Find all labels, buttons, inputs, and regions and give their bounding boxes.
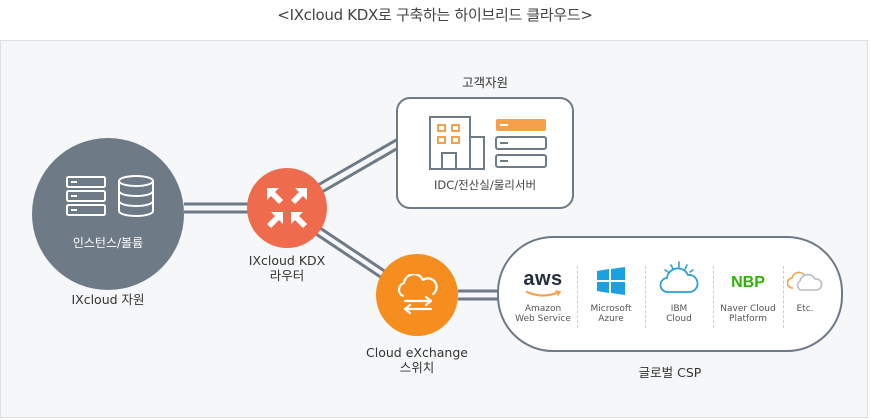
nbp-logo-icon: NBP: [731, 274, 765, 291]
ibm-name: IBM Cloud: [647, 304, 711, 324]
csp-separator: [645, 266, 646, 328]
csp-provider-aws: aws Amazon Web Service: [511, 256, 575, 336]
csp-provider-azure: Microsoft Azure: [579, 256, 643, 336]
nbp-name-line2: Platform: [729, 314, 767, 324]
cloud-exchange-icon: [397, 274, 438, 315]
azure-name: Microsoft Azure: [579, 304, 643, 324]
server-rack-icon: [66, 176, 106, 216]
aws-smile-icon: [525, 290, 562, 297]
csp-separator: [577, 266, 578, 328]
server-stack-icon: [495, 119, 547, 168]
csp-provider-ibm: IBM Cloud: [647, 256, 711, 336]
aws-logo-icon: aws: [523, 268, 563, 290]
diagram-title: <IXcloud KDX로 구축하는 하이브리드 클라우드>: [277, 6, 593, 24]
azure-logo-icon: [597, 267, 625, 295]
cloud-outline-icon: [787, 271, 823, 291]
router-label-line2: 라우터: [269, 268, 305, 283]
azure-name-line1: Microsoft: [590, 304, 632, 314]
building-icon: [429, 116, 485, 170]
switch-label-line1: Cloud eXchange: [366, 345, 468, 360]
router-arrows-icon: [267, 188, 307, 228]
customer-resource-box: IDC/전산실/물리서버: [396, 97, 574, 209]
router-label-line1: IXcloud KDX: [248, 253, 326, 268]
etc-name-line1: Etc.: [796, 304, 814, 314]
switch-label-line2: 스위치: [399, 360, 435, 375]
azure-name-line2: Azure: [598, 314, 624, 324]
cloud-exchange-switch-node: [376, 254, 458, 336]
aws-name-line2: Web Service: [515, 314, 571, 324]
switch-label: Cloud eXchange 스위치: [342, 345, 492, 375]
customer-title: 고객자원: [461, 75, 508, 90]
csp-title: 글로벌 CSP: [638, 365, 702, 380]
aws-name: Amazon Web Service: [511, 304, 575, 324]
nbp-name: Naver Cloud Platform: [713, 304, 783, 324]
csp-separator: [713, 266, 714, 328]
database-icon: [118, 175, 154, 217]
ixcloud-resource-circle: 인스턴스/볼륨: [32, 138, 184, 290]
ixcloud-label: IXcloud 자원: [71, 292, 145, 307]
kdx-router-node: [247, 168, 327, 248]
csp-separator: [783, 266, 784, 328]
csp-provider-nbp: NBP Naver Cloud Platform: [713, 256, 783, 336]
ibm-name-line2: Cloud: [666, 314, 692, 324]
ibm-cloud-icon: [659, 261, 699, 293]
ixcloud-inner-label: 인스턴스/볼륨: [72, 236, 144, 250]
csp-provider-etc: Etc.: [783, 256, 827, 336]
global-csp-box: aws Amazon Web Service Microsoft Azure: [497, 236, 843, 352]
etc-name: Etc.: [783, 304, 827, 314]
aws-name-line1: Amazon: [524, 304, 562, 314]
nbp-name-line1: Naver Cloud: [720, 304, 776, 314]
ibm-name-line1: IBM: [670, 304, 688, 314]
router-label: IXcloud KDX 라우터: [222, 253, 352, 283]
customer-label: IDC/전산실/물리서버: [433, 178, 537, 192]
